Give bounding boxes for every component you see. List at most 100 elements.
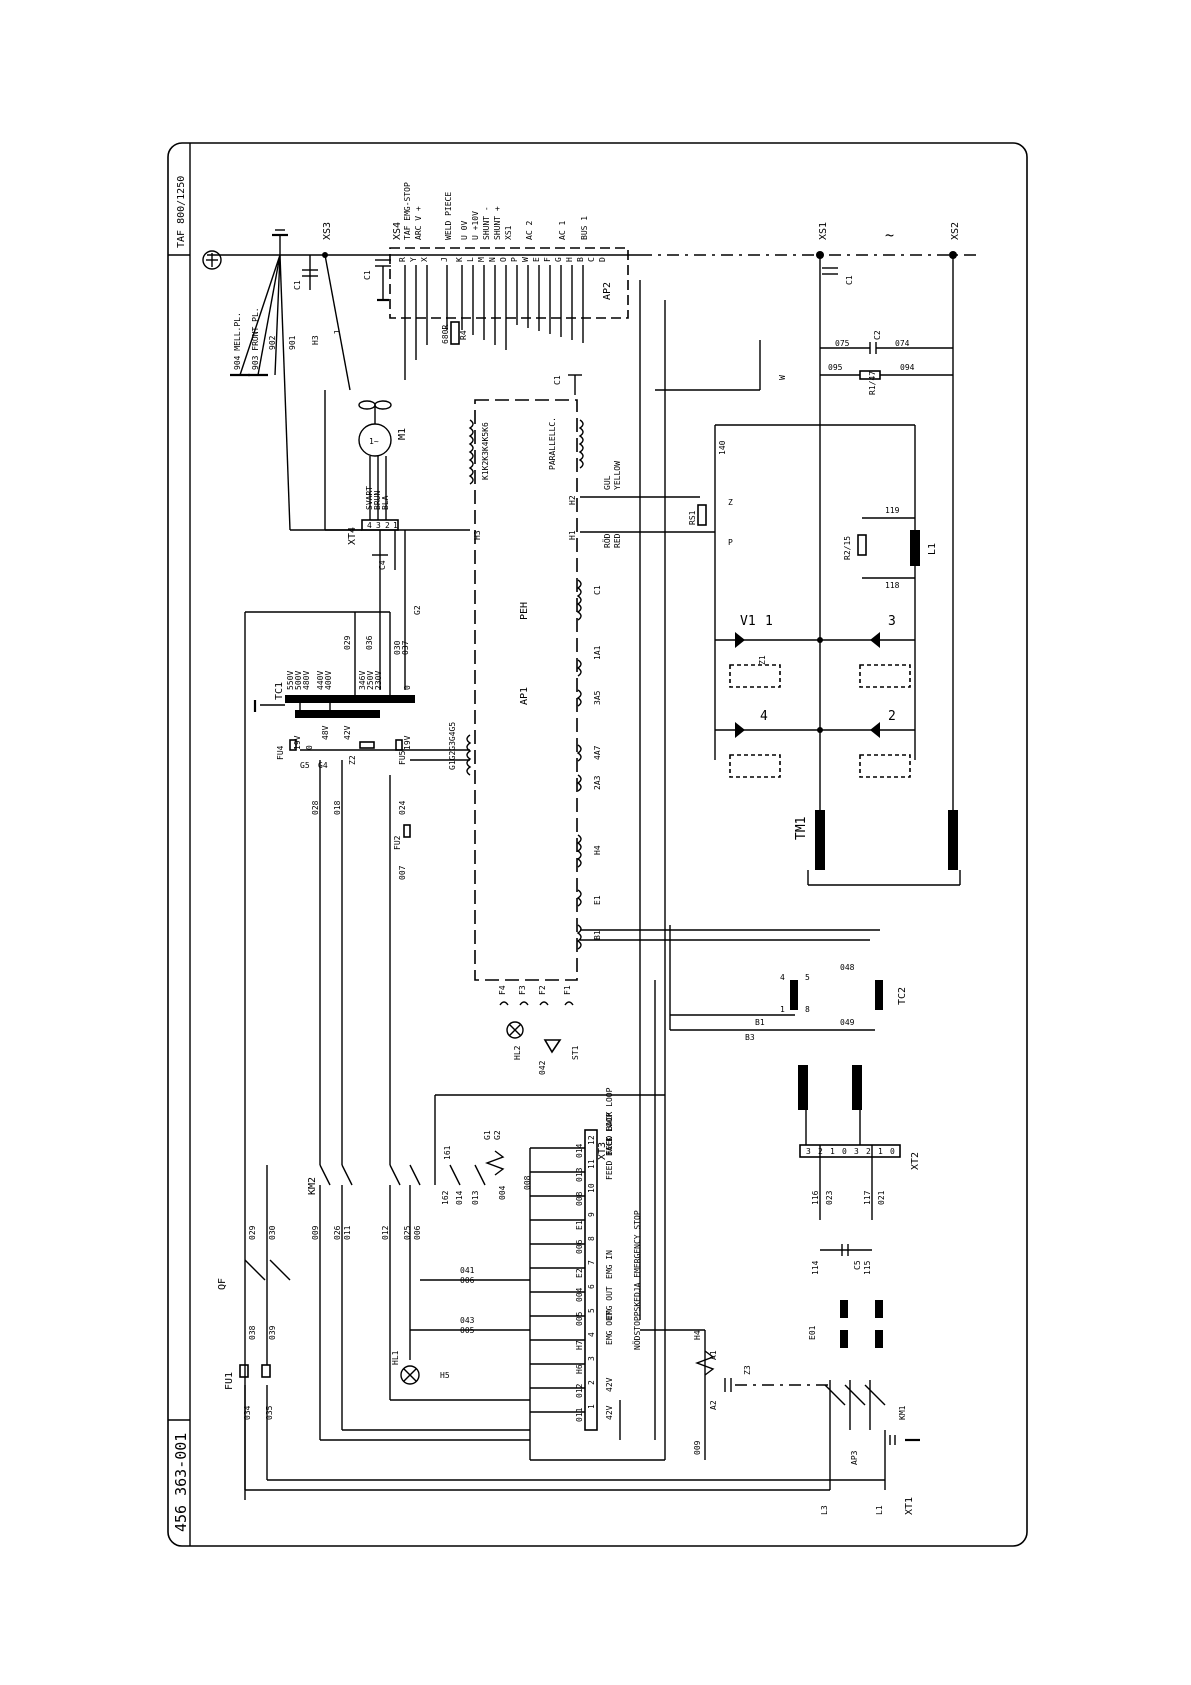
svg-text:P: P	[510, 257, 519, 262]
svg-text:XT1: XT1	[904, 1497, 915, 1515]
km2-contactor	[319, 1164, 421, 1186]
svg-text:RED: RED	[613, 533, 622, 548]
svg-text:KM1: KM1	[898, 1405, 907, 1420]
svg-text:3: 3	[376, 521, 381, 530]
svg-text:FU5: FU5	[398, 750, 407, 765]
svg-text:R4: R4	[459, 330, 468, 340]
ap2-label: AP2	[602, 282, 613, 300]
svg-text:115: 115	[863, 1260, 872, 1275]
svg-text:094: 094	[900, 363, 915, 372]
svg-text:004: 004	[498, 1185, 507, 1200]
svg-text:L1: L1	[927, 543, 938, 555]
svg-text:4: 4	[587, 1332, 596, 1337]
svg-text:L3: L3	[820, 1505, 829, 1515]
svg-text:008: 008	[575, 1191, 584, 1206]
xs3-label: XS3	[322, 222, 333, 240]
ap1-g-terminals	[466, 734, 472, 776]
svg-text:B3: B3	[745, 1033, 755, 1042]
svg-text:901: 901	[288, 335, 297, 350]
svg-text:HL1: HL1	[391, 1350, 400, 1365]
svg-text:013: 013	[575, 1167, 584, 1182]
svg-text:2A3: 2A3	[593, 775, 602, 790]
svg-text:BUS 1: BUS 1	[580, 216, 589, 240]
tc1-transformer	[285, 695, 415, 718]
svg-text:FU4: FU4	[276, 745, 285, 760]
svg-text:1: 1	[878, 1147, 883, 1156]
svg-text:3: 3	[587, 1356, 596, 1361]
e01-left	[840, 1300, 848, 1318]
xs1-label: XS1	[818, 222, 829, 240]
svg-text:004: 004	[575, 1287, 584, 1302]
svg-text:2: 2	[888, 709, 896, 724]
svg-text:F4: F4	[498, 985, 507, 995]
ap2-module	[389, 247, 629, 319]
svg-text:034: 034	[243, 1405, 252, 1420]
svg-text:C1: C1	[363, 270, 372, 280]
svg-text:B1: B1	[593, 930, 602, 940]
svg-text:5: 5	[805, 973, 810, 982]
svg-text:023: 023	[825, 1190, 834, 1205]
svg-text:095: 095	[828, 363, 843, 372]
svg-text:025: 025	[403, 1225, 412, 1240]
svg-text:X: X	[420, 257, 429, 262]
svg-text:N: N	[488, 257, 497, 262]
svg-text:500V: 500V	[294, 671, 303, 690]
tm1-left-coil	[815, 810, 825, 870]
svg-text:FU1: FU1	[224, 1372, 235, 1390]
svg-text:C2: C2	[873, 330, 882, 340]
svg-text:B1: B1	[755, 1018, 765, 1027]
svg-text:009: 009	[311, 1225, 320, 1240]
svg-text:E1: E1	[575, 1220, 584, 1230]
xt3-terminal-rows	[530, 1147, 585, 1413]
svg-text:1: 1	[587, 1404, 596, 1409]
drawing-number: 456 363-001	[172, 1433, 190, 1532]
svg-text:0: 0	[890, 1147, 895, 1156]
svg-text:H3: H3	[473, 530, 482, 540]
z2-suppressor	[359, 741, 375, 749]
svg-text:R1/47: R1/47	[868, 371, 877, 395]
svg-text:6: 6	[587, 1284, 596, 1289]
svg-text:480V: 480V	[302, 671, 311, 690]
svg-text:024: 024	[398, 800, 407, 815]
svg-text:161: 161	[443, 1145, 452, 1160]
svg-text:C5: C5	[853, 1260, 862, 1270]
svg-text:C1: C1	[553, 375, 562, 385]
svg-text:19V: 19V	[403, 735, 412, 750]
svg-text:074: 074	[895, 339, 910, 348]
xt2-coil-1	[798, 1065, 808, 1110]
svg-text:A1: A1	[709, 1350, 718, 1360]
svg-text:119: 119	[885, 506, 900, 515]
svg-text:048: 048	[840, 963, 855, 972]
svg-text:WELD PIECE: WELD PIECE	[444, 192, 453, 240]
svg-text:1: 1	[393, 521, 398, 530]
svg-text:400V: 400V	[324, 671, 333, 690]
svg-text:4: 4	[780, 973, 785, 982]
svg-text:021: 021	[877, 1190, 886, 1205]
svg-text:AP3: AP3	[850, 1450, 859, 1465]
svg-text:48V: 48V	[321, 725, 330, 740]
svg-text:011: 011	[343, 1225, 352, 1240]
svg-text:Z1: Z1	[758, 655, 767, 665]
svg-text:G4: G4	[318, 761, 328, 770]
svg-text:C1: C1	[293, 280, 302, 290]
svg-text:009: 009	[693, 1440, 702, 1455]
svg-text:RÖD: RÖD	[602, 533, 612, 548]
svg-text:1: 1	[780, 1005, 785, 1014]
svg-text:SHUNT -: SHUNT -	[482, 206, 491, 240]
peh-label: PEH	[519, 602, 530, 620]
svg-text:904 MELL.PL.: 904 MELL.PL.	[233, 312, 242, 370]
svg-text:AC 1: AC 1	[558, 221, 567, 240]
svg-text:SVART: SVART	[365, 486, 374, 510]
svg-text:4: 4	[367, 521, 372, 530]
fan-motor-m1: 1~	[358, 400, 392, 457]
xt3-strip	[584, 1129, 598, 1431]
svg-text:012: 012	[381, 1225, 390, 1240]
svg-text:G2: G2	[413, 605, 422, 615]
svg-text:W: W	[521, 257, 530, 262]
svg-text:42V: 42V	[605, 1377, 614, 1392]
svg-text:162: 162	[441, 1190, 450, 1205]
svg-text:006: 006	[413, 1225, 422, 1240]
svg-text:014: 014	[455, 1190, 464, 1205]
svg-text:12: 12	[587, 1135, 596, 1145]
svg-text:O: O	[499, 257, 508, 262]
